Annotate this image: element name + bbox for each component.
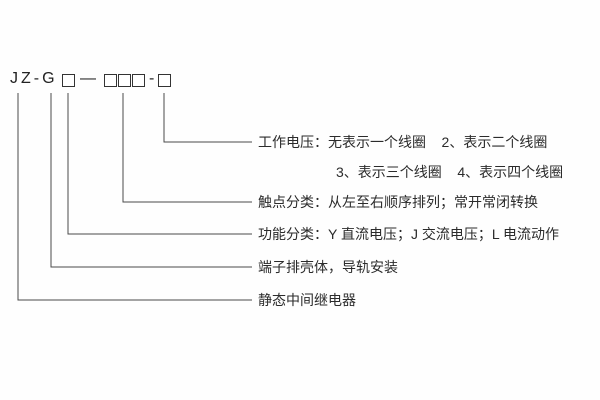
placeholder-box-contact-3 [132,74,145,87]
label-working-voltage-line2: 3、表示三个线圈 4、表示四个线圈 [336,164,564,180]
connector-voltage [163,93,252,143]
connector-function [67,93,252,235]
connector-relay-type [17,93,252,301]
label-housing: 端子排壳体，导轨安装 [258,259,398,275]
connector-contact [122,93,252,203]
placeholder-box-voltage [158,74,171,87]
placeholder-box-contact-1 [104,74,117,87]
placeholder-box-contact-2 [118,74,131,87]
model-code-prefix: JZ-G [10,70,58,87]
model-code-hyphen: - [149,70,155,87]
label-working-voltage-line1: 工作电压：无表示一个线圈 2、表示二个线圈 [258,134,548,150]
label-function-category: 功能分类：Y 直流电压；J 交流电压；L 电流动作 [258,226,560,242]
label-contact-category: 触点分类：从左至右顺序排列；常开常闭转换 [258,194,538,210]
placeholder-box-function [62,74,75,87]
connector-housing [50,93,252,268]
model-code-separator: — [80,70,96,87]
label-relay-type: 静态中间继电器 [258,292,356,308]
